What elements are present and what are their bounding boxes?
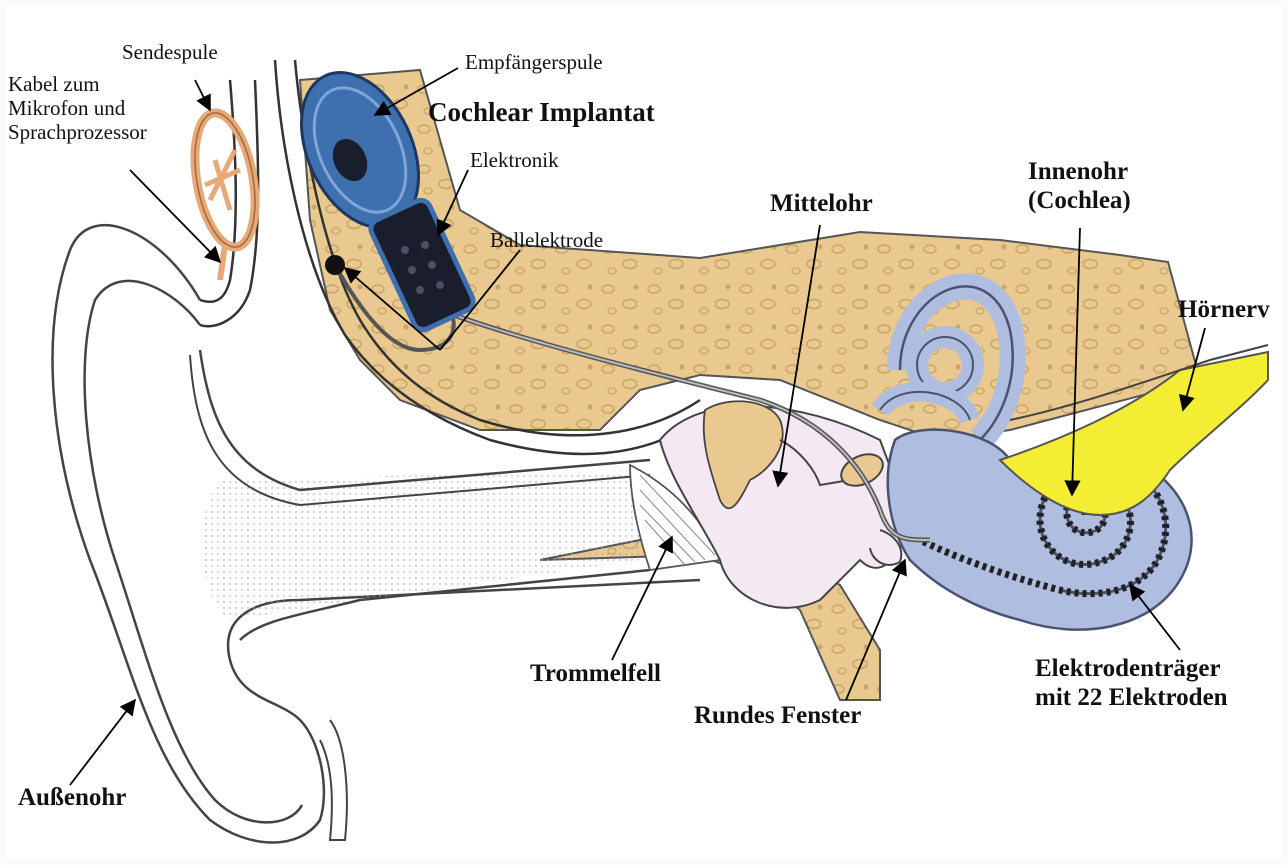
label-kabel: Kabel zum Mikrofon und Sprachprozessor: [8, 72, 147, 144]
label-rundes-fenster: Rundes Fenster: [694, 702, 861, 731]
label-aussenohr: Außenohr: [18, 784, 126, 813]
label-hoernerv: Hörnerv: [1178, 296, 1270, 325]
label-kabel-line1: Kabel zum: [8, 72, 147, 96]
label-kabel-line3: Sprachprozessor: [8, 120, 147, 144]
label-innenohr: Innenohr (Cochlea): [1028, 158, 1131, 216]
label-kabel-line2: Mikrofon und: [8, 96, 147, 120]
diagram-title: Cochlear Implantat: [428, 97, 655, 128]
label-trommelfell: Trommelfell: [530, 660, 661, 689]
label-empfaengerspule: Empfängerspule: [465, 50, 603, 74]
label-elektronik: Elektronik: [470, 148, 559, 172]
label-elektrodentraeger-line1: Elektrodenträger: [1035, 655, 1228, 684]
label-elektrodentraeger-line2: mit 22 Elektroden: [1035, 684, 1228, 713]
label-sendespule: Sendespule: [122, 40, 218, 64]
label-elektrodentraeger: Elektrodenträger mit 22 Elektroden: [1035, 655, 1228, 713]
label-innenohr-line1: Innenohr: [1028, 158, 1131, 187]
label-innenohr-line2: (Cochlea): [1028, 187, 1131, 216]
label-ballelektrode: Ballelektrode: [490, 228, 603, 252]
label-mittelohr: Mittelohr: [770, 190, 873, 219]
ball-electrode: [325, 255, 345, 275]
